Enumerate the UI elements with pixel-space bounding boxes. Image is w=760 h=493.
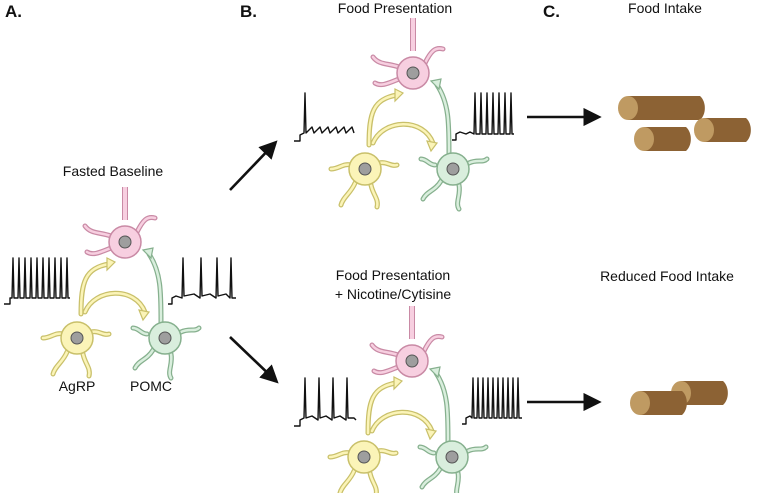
panel-label-b: B. <box>240 2 257 21</box>
spike-train-pomc-baseline <box>168 257 236 305</box>
spike-train-pomc-drug <box>462 377 522 425</box>
spike-train-agrp-food <box>294 92 355 142</box>
arrow-to-drug-condition <box>229 336 279 384</box>
arrow-to-food-presentation <box>229 140 278 191</box>
label-pomc: POMC <box>130 378 172 394</box>
panel-label-c: C. <box>543 2 560 21</box>
label-agrp: AgRP <box>58 378 96 394</box>
neural-circuit-drug <box>330 306 486 493</box>
food-pellets-reduced <box>630 381 728 415</box>
spike-train-pomc-food <box>452 92 514 141</box>
caption-reduced-food-intake: Reduced Food Intake <box>600 268 734 284</box>
caption-food-presentation: Food Presentation <box>337 0 453 16</box>
caption-food-presentation-drug-2: + Nicotine/Cytisine <box>334 286 452 302</box>
neural-circuit-food <box>331 18 487 209</box>
spike-train-agrp-drug <box>294 377 357 427</box>
spike-train-agrp-baseline <box>4 257 70 305</box>
panel-label-a: A. <box>5 2 22 21</box>
caption-food-presentation-drug-1: Food Presentation <box>335 267 451 283</box>
caption-fasted-baseline: Fasted Baseline <box>62 163 164 179</box>
caption-food-intake: Food Intake <box>628 0 702 16</box>
food-pellets-normal <box>618 96 751 151</box>
